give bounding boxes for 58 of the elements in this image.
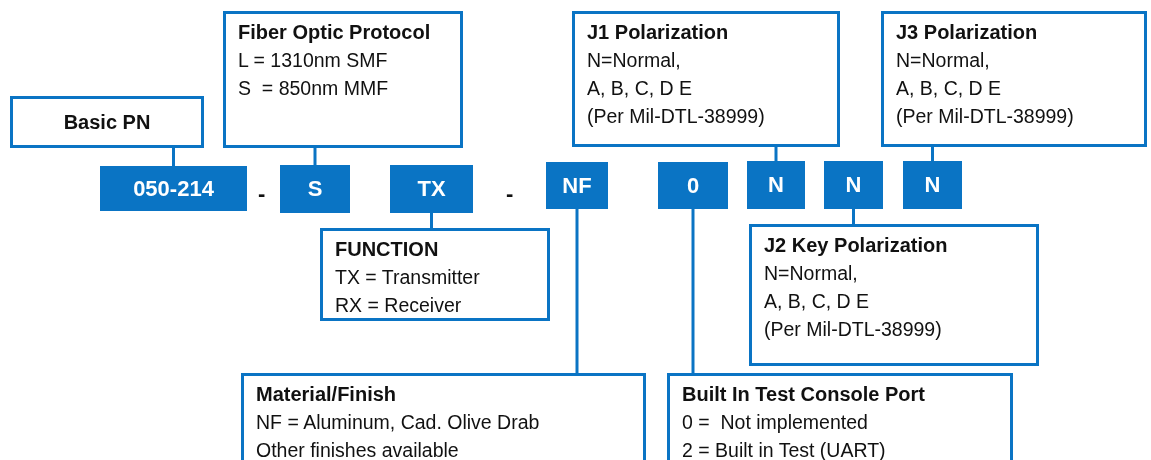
option-text: 0 = Not implemented [682,410,869,435]
code-text: TX [417,176,446,202]
option-text: (Per Mil-DTL-38999) [587,104,766,129]
option-text: (Per Mil-DTL-38999) [764,317,943,342]
code-segment-box [546,162,608,209]
code-text: NF [562,172,592,199]
leader-line [691,209,695,373]
code-segment-box [747,161,805,209]
option-text: NF = Aluminum, Cad. Olive Drab [256,410,541,435]
code-text: S [307,176,323,202]
code-segment-box [100,166,247,211]
option-text: N=Normal, [896,48,991,73]
description-box [572,11,840,147]
leader-line [931,147,934,161]
code-segment-box [280,165,350,213]
code-text: 0 [686,172,700,199]
code-segment-box [903,161,962,209]
leader-line [430,213,433,228]
option-text: A, B, C, D E [587,76,694,101]
box-heading: Material/Finish [256,382,398,407]
box-heading: J3 Polarization [896,20,1039,45]
description-box [241,373,646,460]
option-text: N=Normal, [587,48,682,73]
option-text: (Per Mil-DTL-38999) [896,104,1075,129]
leader-line [575,209,579,373]
box-heading: Fiber Optic Protocol [238,20,432,45]
description-box [749,224,1039,366]
box-heading: J1 Polarization [587,20,730,45]
separator-dash: - [506,181,514,207]
separator-dash: - [258,181,266,207]
option-text: Other finishes available [256,438,460,460]
code-segment-box [390,165,473,213]
description-box [320,228,550,321]
description-box [10,96,204,148]
code-segment-box [824,161,883,209]
option-text: RX = Receiver [335,293,463,318]
box-heading: Basic PN [63,110,151,135]
leader-line [852,209,855,224]
code-text: N [924,172,941,198]
code-text: 050-214 [133,175,214,202]
leader-line [313,148,317,165]
option-text: N=Normal, [764,261,859,286]
option-text: A, B, C, D E [764,289,871,314]
description-box [667,373,1013,460]
box-heading: J2 Key Polarization [764,233,949,258]
box-heading: FUNCTION [335,237,440,262]
option-text: S = 850nm MMF [238,76,390,101]
code-text: N [768,172,784,198]
code-text: N [845,172,862,198]
code-segment-box [658,162,728,209]
box-heading: Built In Test Console Port [682,382,926,407]
leader-line [774,147,778,161]
option-text: L = 1310nm SMF [238,48,389,73]
description-box [881,11,1147,147]
option-text: A, B, C, D E [896,76,1003,101]
option-text: TX = Transmitter [335,265,481,290]
description-box [223,11,463,148]
leader-line [172,148,175,166]
